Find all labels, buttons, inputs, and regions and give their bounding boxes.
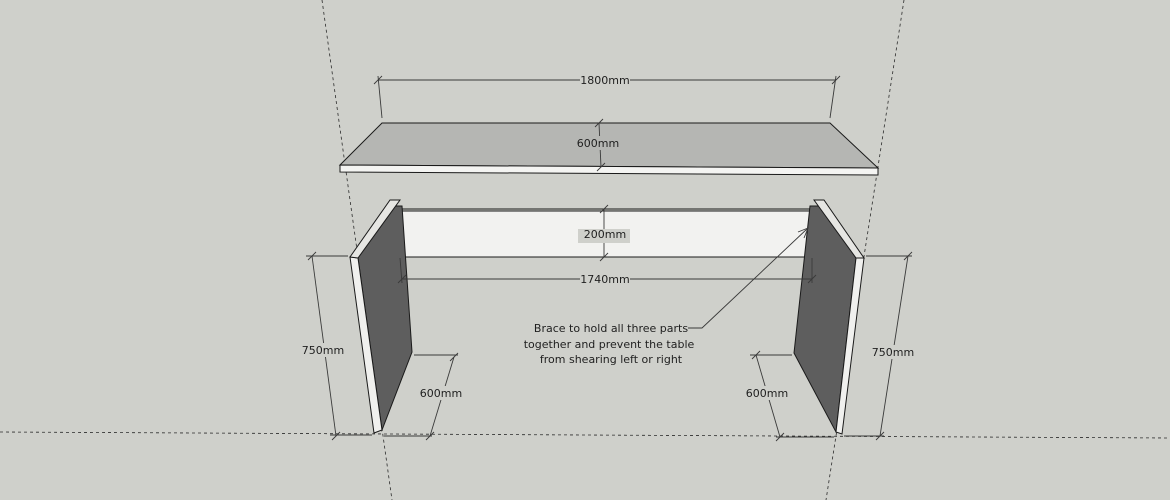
right-leg-height-label: 750mm [872,346,914,359]
brace-annotation: Brace to hold all three parts together a… [524,322,695,366]
annotation-line-1: Brace to hold all three parts [534,322,688,335]
dimension-labels: 1800mm 600mm 200mm 1740mm 750mm 600mm 75… [302,74,914,400]
annotation-line-2: together and prevent the table [524,338,695,351]
brace-height-label: 200mm [584,228,626,241]
top-length-label: 1800mm [580,74,629,87]
annotation-line-3: from shearing left or right [540,353,683,366]
top-depth-label-bg [576,136,622,150]
top-depth-label: 600mm [577,137,619,150]
left-leg [349,199,413,434]
left-leg-top-edge [349,199,401,259]
brace-length-label: 1740mm [580,273,629,286]
right-leg-top-edge [813,199,865,259]
right-leg [793,199,865,435]
table-top-front-edge [339,164,879,176]
left-leg-height-label: 750mm [302,344,344,357]
right-leg-depth-label: 600mm [746,387,788,400]
guide-horizon [0,431,1170,439]
left-leg-depth-label: 600mm [420,387,462,400]
label-backgrounds [300,73,916,400]
